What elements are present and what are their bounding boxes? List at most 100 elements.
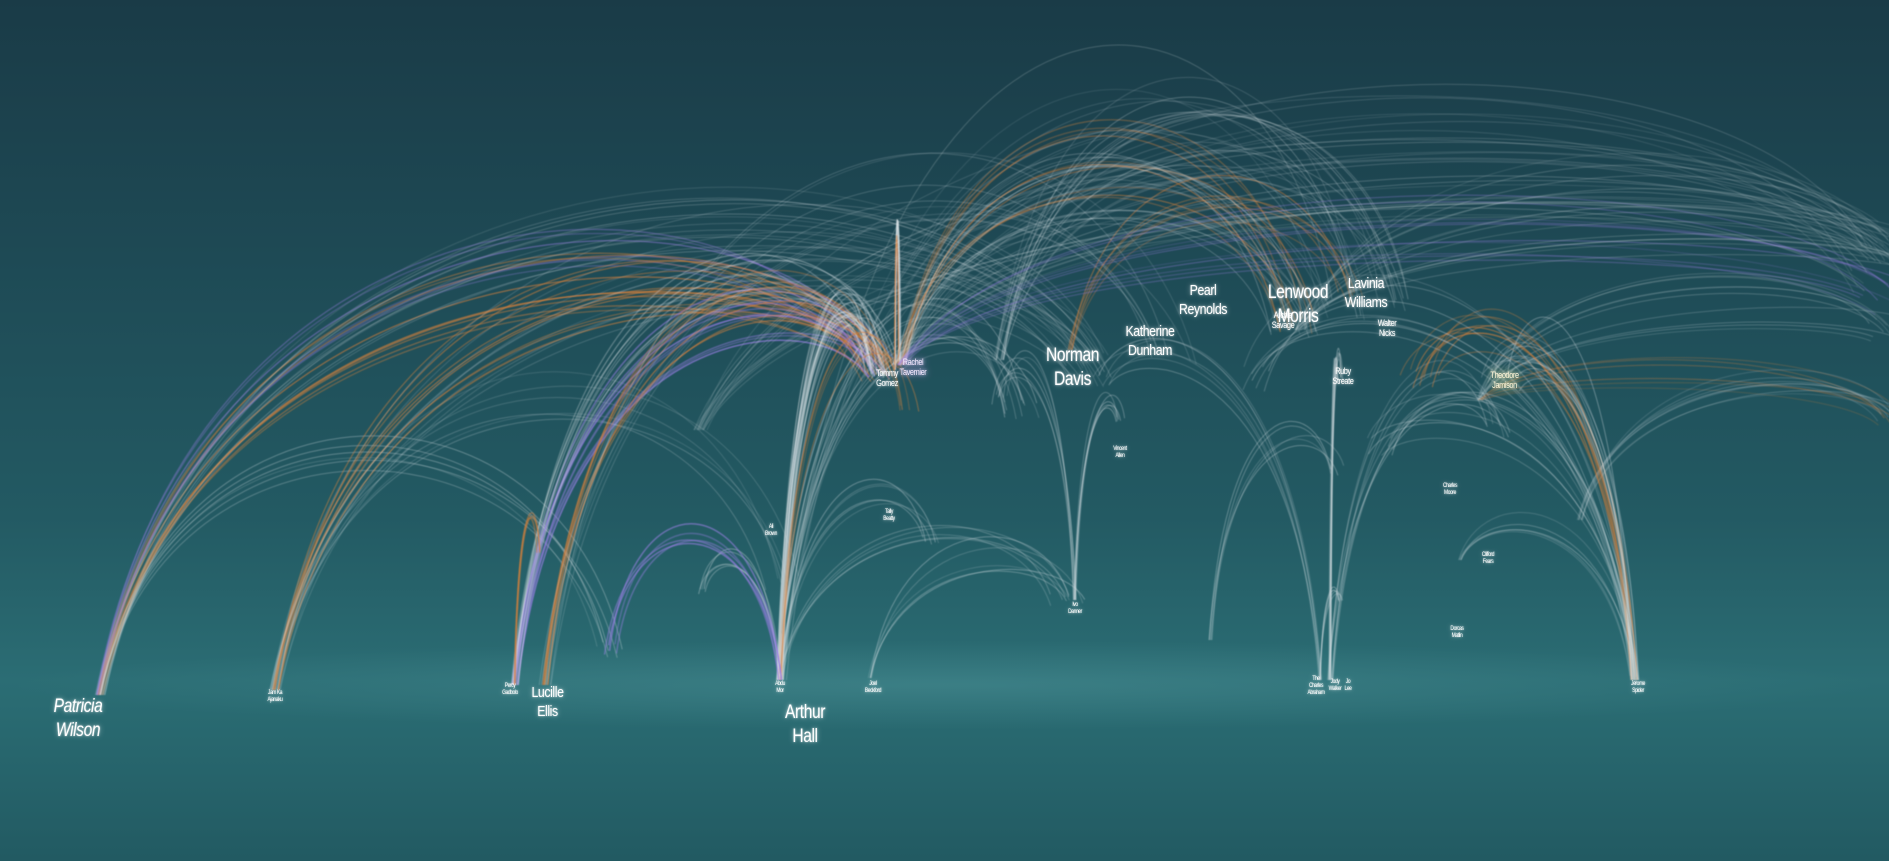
node-label-small-1108[interactable]: Jody Walker xyxy=(1328,679,1342,692)
connection-arc xyxy=(1295,206,1869,331)
connection-arc xyxy=(780,287,878,681)
connection-arc xyxy=(269,274,1085,691)
connection-arc xyxy=(1300,233,1889,331)
node-label-small-640[interactable]: Ali Brown xyxy=(765,524,777,537)
connection-arc xyxy=(1381,437,1638,681)
node-label-walter-nicks[interactable]: Walter Nicks xyxy=(1377,318,1397,338)
connection-arc xyxy=(607,542,783,681)
connection-arc xyxy=(777,334,1006,681)
connection-arc xyxy=(1298,220,1889,331)
connection-arc xyxy=(1295,188,1873,331)
connection-arc xyxy=(1399,332,1636,681)
node-label-charles-moore[interactable]: Charles Moore xyxy=(1442,483,1458,496)
connection-arc xyxy=(1242,314,1638,681)
connection-arc xyxy=(778,525,1051,681)
node-label-small-1210[interactable]: Dorcas Matlin xyxy=(1450,626,1464,639)
node-label-lenwood-morris[interactable]: Lenwood Morris xyxy=(1267,282,1329,327)
connection-arc xyxy=(104,229,1082,696)
connection-arc xyxy=(1251,323,1639,681)
connection-arc xyxy=(512,332,885,686)
node-label-ruby-streate[interactable]: Ruby Streate xyxy=(1332,366,1354,386)
connection-arc xyxy=(1208,421,1331,641)
node-label-tally-beatty[interactable]: Tally Beatty xyxy=(883,509,895,522)
connection-arc xyxy=(104,203,1112,696)
node-label-percy-gadbolo[interactable]: Percy Gadbolo xyxy=(502,683,518,696)
connection-arc xyxy=(1073,392,1118,601)
node-label-rachel-tavernier[interactable]: Rachel Tavernier xyxy=(899,357,927,377)
connection-arc xyxy=(897,254,1864,366)
connection-arc xyxy=(901,127,1294,366)
connection-arc xyxy=(780,331,903,681)
connection-arc xyxy=(892,97,1853,366)
node-label-small-725[interactable]: Joel Beckford xyxy=(864,681,882,694)
connection-arc xyxy=(995,372,1075,601)
connection-arc xyxy=(277,371,779,691)
connection-arc xyxy=(271,246,1085,691)
connection-arc xyxy=(779,353,920,681)
node-label-vincent-allen[interactable]: Vincent Allen xyxy=(1113,446,1127,459)
connection-arc xyxy=(1255,316,1633,681)
connection-arc xyxy=(896,217,1310,366)
connection-arc xyxy=(1071,221,1349,351)
connection-arc xyxy=(780,483,936,681)
node-label-katherine-dunham[interactable]: Katherine Dunham xyxy=(1125,323,1175,359)
node-label-norman-davis[interactable]: Norman Davis xyxy=(1046,345,1099,390)
connection-arc xyxy=(1074,404,1118,601)
node-label-arthur-hall[interactable]: Arthur Hall xyxy=(785,702,825,747)
connection-arc xyxy=(1460,524,1636,684)
node-label-clifford-fears[interactable]: Clifford Fears xyxy=(1481,552,1495,565)
connection-arc xyxy=(1075,394,1126,601)
connection-arc xyxy=(614,532,780,681)
connection-arc xyxy=(1460,529,1638,684)
connection-arc xyxy=(100,234,1067,696)
node-label-small-1118[interactable]: Jo Lee xyxy=(1344,679,1352,692)
node-label-theodore-jamison[interactable]: Theodore Jamison xyxy=(1490,370,1519,390)
connection-arc xyxy=(893,175,1889,366)
connection-arc xyxy=(95,186,1106,696)
arc-group xyxy=(94,44,1889,696)
connection-arc xyxy=(695,196,1889,431)
node-label-archie-savage[interactable]: Archie Savage xyxy=(1271,310,1295,330)
connection-arc xyxy=(1002,114,1409,361)
connection-arc xyxy=(1481,335,1637,681)
connection-arc xyxy=(1211,425,1332,641)
connection-arc xyxy=(1002,177,1406,361)
node-label-jam-ajanaku[interactable]: Jam Ka Ajanaku xyxy=(267,690,283,703)
connection-arc xyxy=(271,413,767,691)
node-label-pearl-reynolds[interactable]: Pearl Reynolds xyxy=(1178,282,1227,318)
connection-arc xyxy=(870,570,1067,679)
connection-arc xyxy=(778,526,1070,681)
connection-arc xyxy=(777,537,1066,681)
connection-arc xyxy=(897,241,1889,366)
node-label-lavinia-williams[interactable]: Lavinia Williams xyxy=(1344,275,1388,311)
connection-arc xyxy=(1578,383,1889,521)
connection-arc xyxy=(1580,393,1883,521)
node-label-patricia-wilson[interactable]: Patricia Wilson xyxy=(53,696,103,741)
node-label-tommy-gomez[interactable]: Tommy Gomez xyxy=(876,368,898,388)
node-label-small-890[interactable]: Ivo Danner xyxy=(1068,602,1082,615)
node-label-small-1092[interactable]: The Charles Abraham xyxy=(1307,676,1325,696)
connection-arc xyxy=(991,357,1077,601)
connection-arc xyxy=(95,232,883,696)
connection-arc xyxy=(1295,175,1889,331)
connection-arc xyxy=(1304,211,1876,331)
connection-arc xyxy=(905,152,1884,366)
connection-arc xyxy=(1458,529,1631,677)
node-label-lucille-ellis[interactable]: Lucille Ellis xyxy=(531,684,564,720)
connection-arc xyxy=(870,547,1084,679)
connection-arc xyxy=(1319,586,1340,681)
connection-arc xyxy=(892,130,1855,366)
connection-arc xyxy=(99,459,618,696)
connection-arc xyxy=(697,95,1863,431)
connection-arc xyxy=(1331,378,1505,681)
connection-arc xyxy=(270,203,1105,691)
connection-arc xyxy=(1299,205,1889,331)
connection-arc xyxy=(1576,383,1889,521)
connection-arc xyxy=(99,291,883,696)
node-label-small-1360[interactable]: Jerome Spider xyxy=(1631,681,1645,694)
node-label-small-650[interactable]: Abdu Mor xyxy=(775,681,785,694)
connection-arc xyxy=(1108,367,1321,681)
connection-arc xyxy=(867,565,1070,679)
connection-arc xyxy=(1493,345,1639,681)
